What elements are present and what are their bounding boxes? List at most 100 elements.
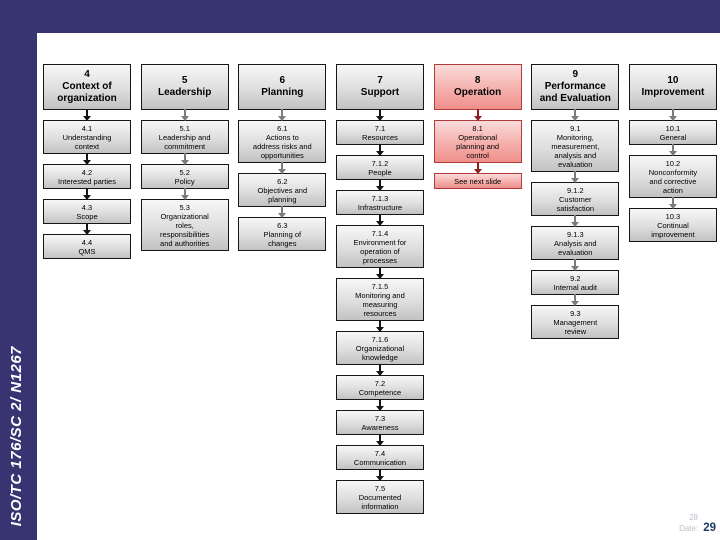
subclause-number: 6.3 xyxy=(277,220,288,230)
subclause-label: Planning of changes xyxy=(263,229,302,248)
clause-6-header-box: 6 Planning xyxy=(238,64,327,110)
subclause-label: Policy xyxy=(174,176,195,186)
subclause-number: 9.1 xyxy=(570,123,581,133)
clause-number: 5 xyxy=(181,75,188,87)
clause-title: Leadership xyxy=(157,87,212,98)
subclause-number: 7.5 xyxy=(374,483,386,493)
subclause-label: Resources xyxy=(362,132,398,142)
arrow-down-icon xyxy=(336,365,424,375)
subclause-number: 7.2 xyxy=(374,378,386,388)
subclause-label: Monitoring and measuring resources xyxy=(355,290,405,318)
clause-6-1-box: 6.1 Actions to address risks and opportu… xyxy=(238,120,327,163)
clause-number: 8 xyxy=(474,75,481,87)
clause-title: Operation xyxy=(454,87,502,98)
arrow-down-icon xyxy=(141,110,229,120)
clause-6-3-box: 6.3 Planning of changes xyxy=(238,217,327,251)
clause-4-4-box: 4.4 QMS xyxy=(43,234,131,259)
slide-number: 29 xyxy=(703,522,716,535)
arrow-down-icon xyxy=(531,295,619,305)
clause-10-3-box: 10.3 Continual improvement xyxy=(628,208,717,242)
arrow-down-icon xyxy=(238,207,326,217)
subclause-number: 10.2 xyxy=(665,158,681,168)
arrow-down-icon xyxy=(336,435,424,445)
clause-title: Context of organization xyxy=(57,81,117,104)
arrow-down-icon xyxy=(336,268,424,278)
subclause-label: Understanding context xyxy=(62,132,112,151)
subclause-number: 7.3 xyxy=(374,413,386,423)
arrow-down-icon xyxy=(43,154,131,164)
subclause-label: Documented information xyxy=(358,492,402,511)
see-next-slide-box: See next slide xyxy=(433,173,522,189)
clause-9-2-box: 9.2 Internal audit xyxy=(531,270,620,295)
clause-7-1-box: 7.1 Resources xyxy=(335,120,424,145)
clause-4-1-box: 4.1 Understanding context xyxy=(43,120,131,154)
clause-4-3-box: 4.3 Scope xyxy=(43,199,131,224)
footer-date-label: Date: xyxy=(679,524,699,534)
column-clause-10: 10 Improvement 10.1 General 10.2 Nonconf… xyxy=(628,64,717,514)
subclause-number: 9.3 xyxy=(570,308,581,318)
clause-10-header-box: 10 Improvement xyxy=(628,64,717,110)
subclause-label: Leadership and commitment xyxy=(158,132,211,151)
subclause-label: Organizational roles, responsibilities a… xyxy=(160,211,210,248)
subclause-number: 4.4 xyxy=(81,237,93,247)
subclause-number: 7.1.6 xyxy=(371,334,389,344)
subclause-number: 6.1 xyxy=(277,123,288,133)
clause-9-1-box: 9.1 Monitoring, measurement, analysis an… xyxy=(531,120,620,172)
slide-top-border xyxy=(0,0,720,33)
clause-8-header-box: 8 Operation xyxy=(433,64,522,110)
column-clause-5: 5 Leadership 5.1 Leadership and commitme… xyxy=(140,64,229,514)
arrow-down-icon xyxy=(434,110,522,120)
arrow-down-icon xyxy=(629,145,717,155)
subclause-number: 5.1 xyxy=(179,123,190,133)
slide-content-area: 4 Context of organization 4.1 Understand… xyxy=(37,33,720,540)
footer-number-top: 28 xyxy=(689,512,698,522)
subclause-label: General xyxy=(659,132,687,142)
clause-5-1-box: 5.1 Leadership and commitment xyxy=(140,120,229,154)
arrow-down-icon xyxy=(434,163,522,173)
clause-title: Performance and Evaluation xyxy=(539,81,611,104)
clause-9-header-box: 9 Performance and Evaluation xyxy=(531,64,620,110)
subclause-label: Organizational knowledge xyxy=(355,343,405,362)
subclause-label: Continual improvement xyxy=(651,220,695,239)
subclause-label: Interested parties xyxy=(58,176,116,186)
column-clause-7: 7 Support 7.1 Resources 7.1.2 People 7.1… xyxy=(335,64,424,514)
arrow-down-icon xyxy=(336,215,424,225)
subclause-label: Monitoring, measurement, analysis and ev… xyxy=(551,132,600,169)
slide-left-border: ISO/TC 176/SC 2/ N1267 xyxy=(0,0,37,540)
subclause-number: 5.3 xyxy=(179,202,190,212)
clause-7-5-box: 7.5 Documented information xyxy=(335,480,424,514)
arrow-down-icon xyxy=(43,110,131,120)
clause-7-4-box: 7.4 Communication xyxy=(335,445,424,470)
subclause-label: Customer satisfaction xyxy=(556,194,595,213)
subclause-number: 8.1 xyxy=(472,123,483,133)
clause-4-2-box: 4.2 Interested parties xyxy=(43,164,131,189)
arrow-down-icon xyxy=(238,110,326,120)
subclause-label: Competence xyxy=(358,387,402,397)
subclause-label: Operational planning and control xyxy=(456,132,500,160)
arrow-down-icon xyxy=(238,163,326,173)
clause-number: 7 xyxy=(377,75,383,87)
subclause-label: Infrastructure xyxy=(357,202,403,212)
clause-7-header-box: 7 Support xyxy=(335,64,424,110)
subclause-number: 9.2 xyxy=(570,273,581,283)
clause-5-2-box: 5.2 Policy xyxy=(140,164,229,189)
subclause-label: QMS xyxy=(78,246,96,256)
clause-8-1-box: 8.1 Operational planning and control xyxy=(433,120,522,163)
subclause-number: 6.2 xyxy=(277,176,288,186)
column-clause-6: 6 Planning 6.1 Actions to address risks … xyxy=(238,64,327,514)
arrow-down-icon xyxy=(141,154,229,164)
arrow-down-icon xyxy=(531,172,619,182)
arrow-down-icon xyxy=(336,470,424,480)
arrow-down-icon xyxy=(336,400,424,410)
arrow-down-icon xyxy=(43,189,131,199)
clause-7-1-4-box: 7.1.4 Environment for operation of proce… xyxy=(335,225,424,268)
clause-7-1-5-box: 7.1.5 Monitoring and measuring resources xyxy=(335,278,424,321)
subclause-number: 7.4 xyxy=(374,448,386,458)
clause-9-1-3-box: 9.1.3 Analysis and evaluation xyxy=(531,226,620,260)
subclause-number: 10.3 xyxy=(665,211,681,221)
subclause-number: 7.1.4 xyxy=(371,228,389,238)
subclause-number: 4.1 xyxy=(81,123,93,133)
slide-footer: 28 Date: 29 xyxy=(679,512,716,535)
clause-7-1-6-box: 7.1.6 Organizational knowledge xyxy=(335,331,424,365)
